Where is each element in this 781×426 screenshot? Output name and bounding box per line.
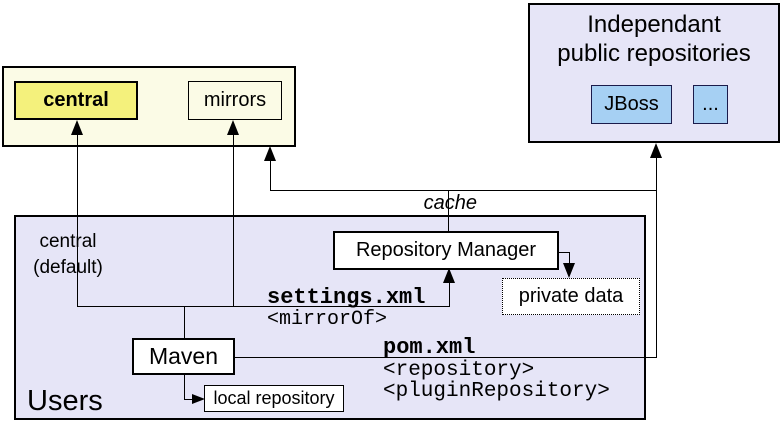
users-group-title: Users	[27, 385, 103, 417]
independent-repos-title-line2: public repositories	[557, 40, 751, 67]
mirrors-node-label: mirrors	[203, 89, 267, 111]
arrowhead-to-central	[71, 120, 83, 135]
arrowhead-to-repository-manager	[443, 268, 455, 283]
more-repos-node: ...	[693, 85, 728, 124]
connector-maven-local-horizontal	[184, 399, 193, 400]
more-repos-node-label: ...	[702, 93, 719, 115]
cache-annotation: cache	[423, 192, 477, 214]
arrowhead-to-independent-repos	[650, 143, 662, 158]
connector-pom-vertical	[656, 158, 657, 358]
connector-maven-down	[184, 375, 185, 400]
private-data-label: private data	[518, 285, 624, 307]
central-default-label: central (default)	[18, 229, 118, 281]
connector-settings-to-manager	[449, 283, 450, 307]
private-data-node: private data	[502, 278, 640, 315]
maven-node-label: Maven	[148, 343, 219, 369]
repository-tag-annotation: <repository>	[383, 359, 535, 382]
settings-xml-annotation: settings.xml	[267, 285, 426, 310]
connector-bus-to-maven	[184, 307, 185, 338]
independent-repos-title: Independant public repositories	[530, 5, 778, 68]
connector-cache-to-public-group	[270, 160, 271, 191]
independent-repos-title-line1: Independant	[587, 11, 721, 38]
connector-cache-horizontal	[270, 190, 657, 191]
repository-manager-label: Repository Manager	[355, 239, 537, 261]
jboss-node: JBoss	[591, 85, 672, 124]
connector-manager-to-cache	[448, 191, 449, 231]
pom-xml-annotation: pom.xml	[383, 335, 476, 360]
connector-settings-horizontal	[77, 306, 450, 307]
mirror-of-annotation: <mirrorOf>	[267, 308, 388, 331]
arrowhead-to-mirrors	[227, 120, 239, 135]
connector-central-vertical	[77, 133, 78, 307]
jboss-node-label: JBoss	[604, 93, 659, 115]
repository-manager-node: Repository Manager	[333, 231, 559, 270]
maven-node: Maven	[132, 338, 235, 375]
connector-manager-private-h	[559, 252, 570, 253]
central-node: central	[14, 81, 138, 120]
connector-pom-horizontal	[235, 357, 657, 358]
local-repository-node: local repository	[204, 385, 344, 412]
mirrors-node: mirrors	[188, 81, 282, 120]
connector-mirrors-vertical	[233, 133, 234, 307]
central-default-line2: (default)	[33, 257, 103, 278]
connector-manager-private-v	[569, 252, 570, 265]
arrowhead-to-private-data	[563, 263, 575, 278]
central-default-line1: central	[39, 231, 97, 252]
local-repository-label: local repository	[213, 388, 335, 408]
plugin-repository-tag-annotation: <pluginRepository>	[383, 380, 610, 403]
arrowhead-to-public-group	[264, 146, 276, 161]
arrowhead-to-local-repository	[192, 394, 205, 404]
central-node-label: central	[43, 89, 109, 111]
